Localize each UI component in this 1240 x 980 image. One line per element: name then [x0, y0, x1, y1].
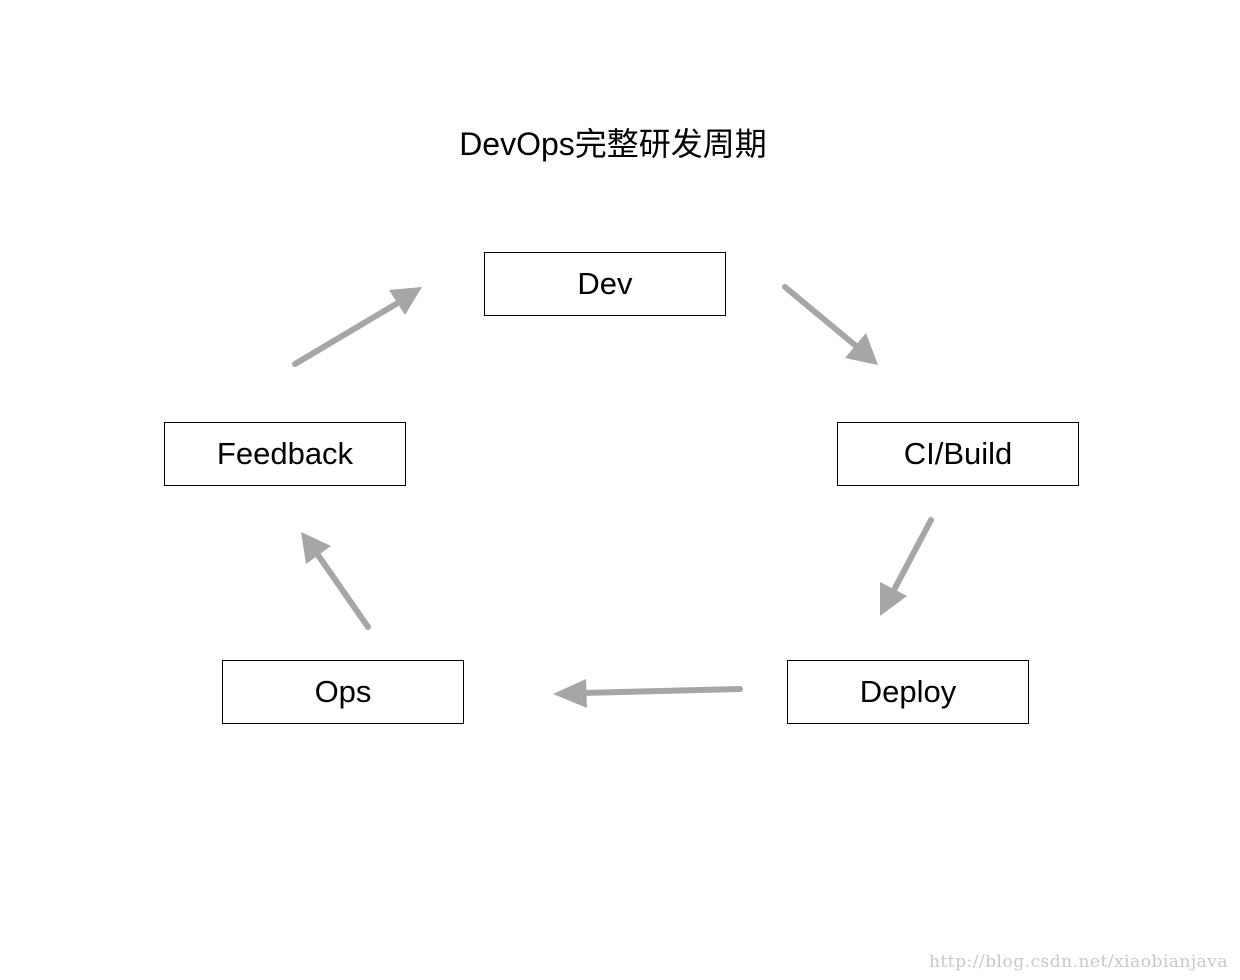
arrow-ci-to-deploy: [891, 517, 934, 593]
arrow-dev-to-ci: [782, 284, 859, 349]
arrowhead-ci-to-deploy: [880, 582, 907, 616]
arrow-deploy-to-ops: [579, 686, 743, 696]
arrowhead-ops-to-feedback: [301, 532, 331, 564]
arrow-feedback-to-dev: [292, 301, 399, 367]
node-ci-build: CI/Build: [837, 422, 1079, 486]
arrowhead-feedback-to-dev: [389, 287, 422, 315]
node-dev: Dev: [484, 252, 726, 316]
node-deploy: Deploy: [787, 660, 1029, 724]
arrowhead-deploy-to-ops: [553, 679, 587, 708]
node-ops: Ops: [222, 660, 464, 724]
arrowhead-dev-to-ci: [845, 333, 878, 365]
node-feedback: Feedback: [164, 422, 406, 486]
diagram-title: DevOps完整研发周期: [459, 126, 767, 162]
watermark-url: http://blog.csdn.net/xiaobianjava: [928, 952, 1228, 972]
arrow-ops-to-feedback: [315, 552, 371, 630]
